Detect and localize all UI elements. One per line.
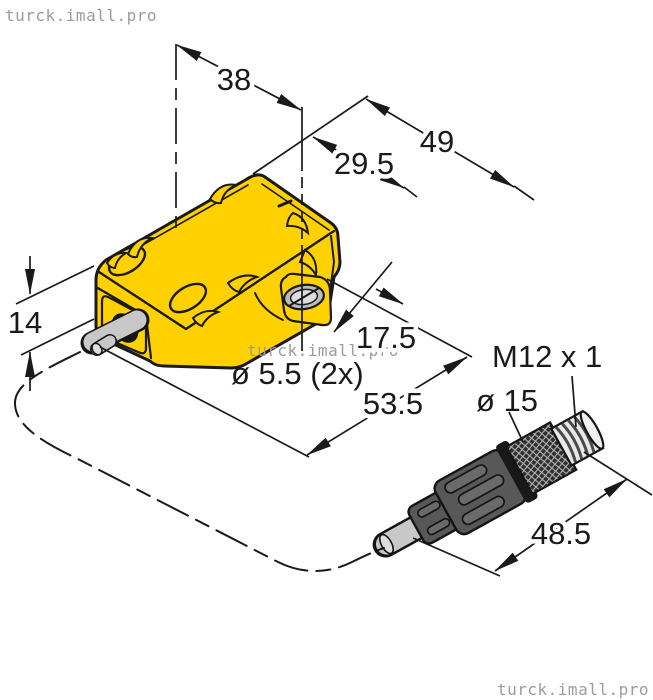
ext-48-far bbox=[583, 451, 653, 496]
cable-end-cap bbox=[378, 533, 395, 555]
ext-49-far-overshoot bbox=[513, 185, 535, 201]
dim-label-49: 49 bbox=[420, 124, 454, 159]
dim-label-48-5: 48.5 bbox=[531, 516, 591, 551]
dim-arrow-17-right bbox=[375, 287, 404, 305]
boot-small-slot-1 bbox=[417, 500, 441, 518]
sensor-cable bbox=[83, 310, 147, 352]
watermark-top-left: turck.imall.pro bbox=[5, 6, 157, 25]
sensor-body bbox=[80, 173, 342, 370]
boot-small-slot-2 bbox=[426, 517, 451, 536]
dim-label-53-5: 53.5 bbox=[363, 386, 423, 421]
dashed-cable-route bbox=[13, 351, 385, 572]
dim-label-38: 38 bbox=[217, 62, 251, 97]
dim-label-17-5: 17.5 bbox=[356, 320, 416, 355]
ext-14-top bbox=[15, 265, 95, 305]
rib-flap-4 bbox=[226, 274, 261, 294]
ext-17-line bbox=[326, 278, 473, 358]
dim-label-dia-15: ø 15 bbox=[476, 383, 538, 418]
boot-grip-slot-1 bbox=[444, 464, 488, 494]
leader-dia15 bbox=[508, 411, 524, 443]
screw-hole-slash bbox=[288, 287, 320, 307]
extension-lines bbox=[15, 44, 653, 577]
sloped-face-swoosh bbox=[254, 292, 284, 321]
ext-53-bottom bbox=[99, 346, 310, 458]
chamfer-line-right bbox=[261, 183, 330, 231]
watermarks: turck.imall.pro turck.imall.pro turck.im… bbox=[5, 6, 649, 699]
dim-arrow-17-left bbox=[333, 261, 393, 333]
leader-m12 bbox=[571, 375, 577, 428]
dimension-lines bbox=[25, 44, 628, 572]
dim-line-49 bbox=[365, 98, 515, 188]
watermark-center: turck.imall.pro bbox=[247, 341, 399, 360]
rib-flap-2 bbox=[208, 183, 240, 205]
ext-29-overshoot bbox=[403, 186, 418, 198]
rib-flap-1 bbox=[126, 236, 156, 259]
rib-flap-6 bbox=[105, 251, 130, 270]
dim-label-29-5: 29.5 bbox=[334, 146, 394, 181]
ext-48-near bbox=[412, 537, 501, 577]
dim-line-38 bbox=[176, 44, 302, 111]
ext-49-near bbox=[252, 95, 369, 175]
edge-notch bbox=[277, 199, 293, 208]
label-thread-spec: M12 x 1 bbox=[492, 339, 602, 374]
dim-line-29-5 bbox=[312, 136, 405, 189]
ext-14-bottom bbox=[20, 318, 95, 356]
dim-label-14: 14 bbox=[8, 305, 42, 340]
side-wing-detail bbox=[298, 248, 318, 279]
watermark-bottom-right: turck.imall.pro bbox=[497, 680, 649, 699]
tip-end-cap bbox=[579, 410, 605, 450]
thread-ridges bbox=[555, 415, 596, 463]
dim-line-53-5 bbox=[306, 356, 468, 456]
dimension-labels: 38 49 29.5 14 17.5 ø 5.5 (2x) 53.5 M12 x… bbox=[8, 58, 603, 556]
dim-line-48-5 bbox=[494, 478, 628, 572]
mounting-slot-2 bbox=[168, 282, 208, 314]
rib-flap-5 bbox=[191, 309, 222, 328]
boot-grip-slot-2 bbox=[457, 474, 505, 506]
top-face-edge bbox=[97, 229, 336, 331]
label-mounting-holes: ø 5.5 (2x) bbox=[231, 356, 364, 391]
